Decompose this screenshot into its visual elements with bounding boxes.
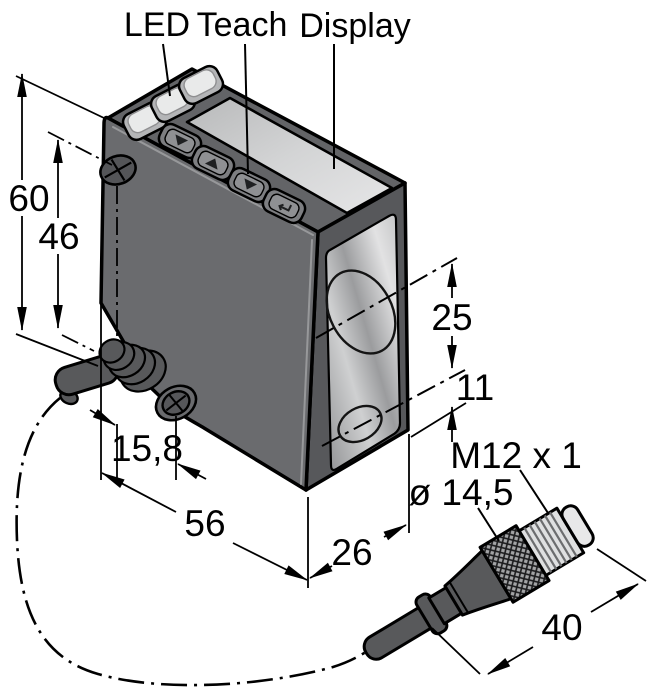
window-glass: [324, 213, 402, 472]
leader-lines: [162, 43, 549, 542]
cable-routing-curve: [15, 396, 367, 687]
lens-small-icon: [337, 404, 383, 444]
dim-depth: 26: [331, 532, 372, 573]
lens-large-centerline: [315, 257, 458, 339]
centerline-extensions: [47, 131, 118, 352]
dim-hole-spacing: 46: [38, 216, 79, 257]
dim-connector-length: 40: [541, 607, 582, 648]
lens-small-centerline: [321, 369, 466, 447]
dimension-lines: [17, 73, 639, 675]
connector-tip: [560, 504, 595, 548]
dim-lens-offset: 11: [456, 367, 494, 408]
dim-lens-spacing: 25: [431, 297, 472, 338]
label-display: Display: [299, 7, 410, 45]
dim-hole-offset: 15,8: [111, 428, 183, 469]
led-indicators: [121, 64, 225, 142]
label-connector-thread: M12 x 1: [450, 435, 582, 476]
button-enter-icon: [261, 187, 307, 225]
dim-total-height: 60: [8, 178, 49, 219]
cable-gland: [98, 338, 167, 393]
dim-length: 56: [184, 503, 225, 544]
extension-lines: [15, 75, 647, 675]
edge-highlight-corner: [300, 239, 313, 485]
mounting-hole-bottom: [154, 384, 198, 422]
label-led: LED: [124, 6, 190, 44]
label-teach: Teach: [197, 6, 288, 44]
optical-window: [315, 213, 466, 472]
led-dome-icon: [177, 64, 225, 106]
m12-connector: [362, 504, 595, 661]
label-connector-diameter: ø 14,5: [409, 472, 514, 513]
display-window: [185, 96, 394, 215]
teach-buttons: [157, 122, 307, 225]
